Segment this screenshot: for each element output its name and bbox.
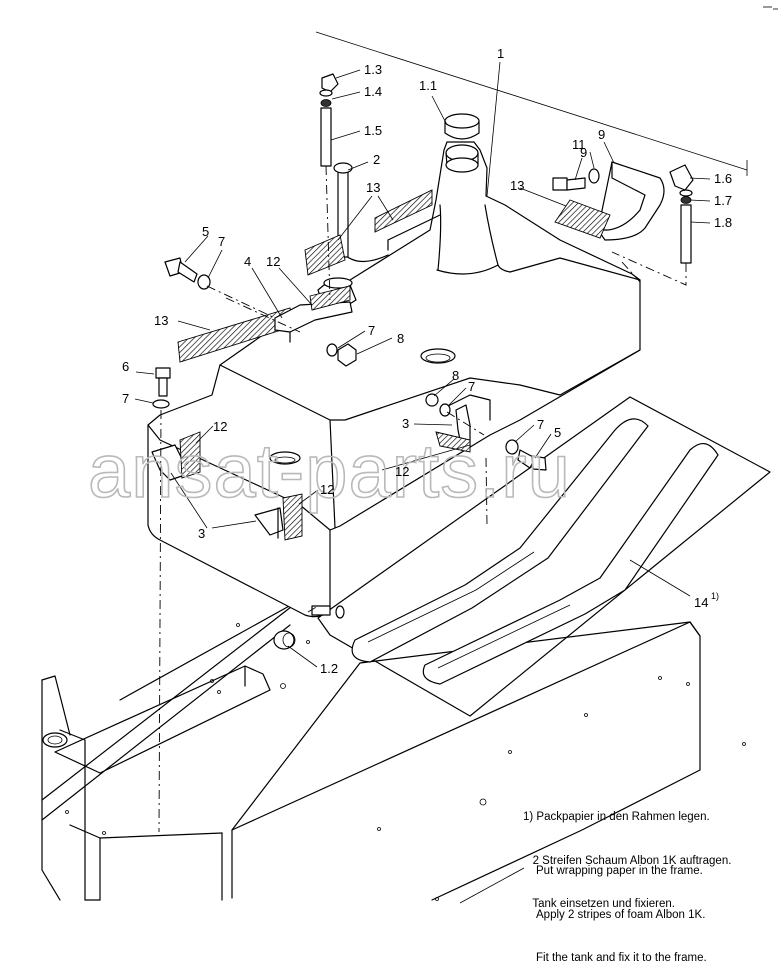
callout-1-5: 1.5 [364, 123, 382, 138]
callout-1-2: 1.2 [320, 661, 338, 676]
callout-13-c: 13 [510, 178, 524, 193]
callout-12-a: 12 [266, 254, 280, 269]
callout-13-b: 13 [154, 313, 168, 328]
machine-frame [41, 599, 746, 901]
callout-1-8: 1.8 [714, 215, 732, 230]
watermark: ansat-parts.ru [88, 429, 571, 514]
note-en-line-3: Fit the tank and fix it to the frame. [536, 952, 707, 964]
plug-1-2 [273, 630, 296, 650]
callout-11: 11 [572, 137, 586, 152]
note-en-line-2: Apply 2 stripes of foam Albon 1K. [536, 908, 706, 921]
callout-labels: 1 1.1 1.2 1.3 1.4 1.5 1.6 1.7 1.8 2 3 3 … [122, 46, 732, 676]
filler-cap [444, 113, 480, 140]
callout-1-4: 1.4 [364, 84, 382, 99]
callout-7-d: 7 [468, 379, 475, 394]
callout-9-b: 9 [598, 127, 605, 142]
callout-8-b: 8 [452, 368, 459, 383]
note-en-line-1: Put wrapping paper in the frame. [536, 865, 703, 877]
callout-1-6: 1.6 [714, 171, 732, 186]
callout-5-left: 5 [202, 224, 209, 239]
callout-1-3: 1.3 [364, 62, 382, 77]
callout-13-a: 13 [366, 180, 380, 195]
bolt-6 [152, 367, 171, 409]
callout-3-right: 3 [402, 416, 409, 431]
assembly-note-german: 1) Packpapier in den Rahmen legen. 2 Str… [523, 781, 731, 926]
foam-stripes-frame [317, 396, 771, 717]
hold-down-bracket-right [552, 161, 665, 241]
callout-12-d: 12 [320, 482, 334, 497]
assembly-note-english: Put wrapping paper in the frame. Apply 2… [536, 835, 707, 980]
callout-7-e: 7 [537, 417, 544, 432]
callout-1-1: 1.1 [419, 78, 437, 93]
callout-1-7: 1.7 [714, 193, 732, 208]
leader-lines [134, 31, 748, 904]
callout-1: 1 [497, 46, 504, 61]
callout-6: 6 [122, 359, 129, 374]
corner-mark [763, 6, 778, 10]
callout-9-a: 9 [580, 145, 587, 160]
callout-3-left: 3 [198, 526, 205, 541]
frame-holes [65, 623, 746, 901]
return-line-fittings [669, 164, 694, 264]
note-de-line-3: Tank einsetzen und fixieren. [523, 898, 675, 910]
callout-2: 2 [373, 152, 380, 167]
bracket-left-top [164, 257, 357, 367]
foam-strips [177, 189, 441, 363]
callout-7-a: 7 [218, 234, 225, 249]
callout-12-b: 12 [213, 419, 227, 434]
callout-7-b: 7 [368, 323, 375, 338]
callout-4: 4 [244, 254, 251, 269]
callout-5-right: 5 [554, 425, 561, 440]
fuel-tank [147, 113, 641, 619]
callout-14: 14 [694, 595, 708, 610]
note-de-line-1: 1) Packpapier in den Rahmen legen. [523, 811, 710, 823]
alignment-lines [158, 165, 687, 833]
callout-7-c: 7 [122, 391, 129, 406]
note-de-line-2: 2 Streifen Schaum Albon 1K auftragen. [523, 854, 732, 867]
callout-14-footnote: 1) [711, 591, 719, 601]
fuel-tank-exploded-diagram: ansat-parts.ru 1 1.1 1.2 1.3 1.4 1.5 1.6… [41, 6, 778, 904]
side-brackets-left [151, 431, 303, 541]
callout-12-c: 12 [395, 464, 409, 479]
callout-8-a: 8 [397, 331, 404, 346]
